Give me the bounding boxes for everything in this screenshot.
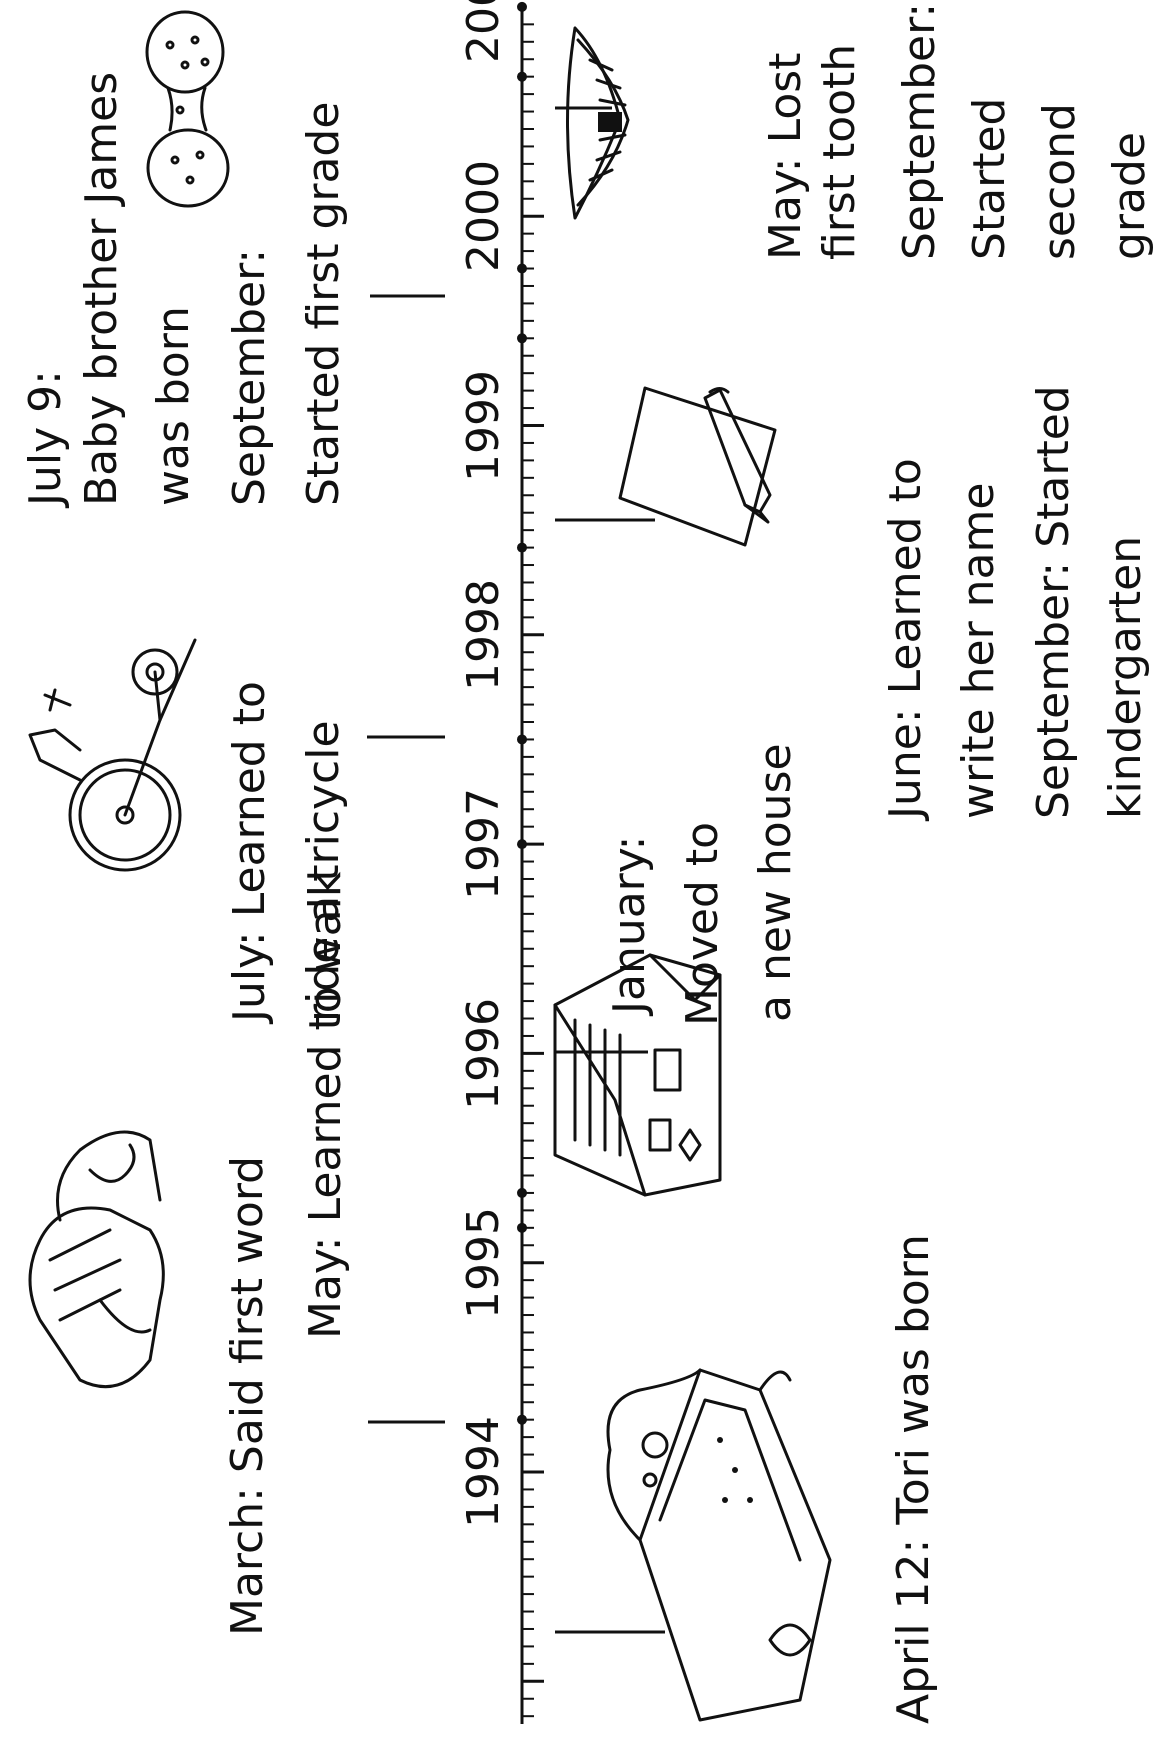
event-dot <box>517 734 527 745</box>
event-tooth-line-1: May: Lost <box>760 53 811 260</box>
year-label-1997: 1997 <box>458 788 509 900</box>
event-dot <box>517 1 527 12</box>
event-tricycle-line-1: July: Learned to <box>224 681 275 1025</box>
event-dot <box>517 839 527 850</box>
event-write-line-4: kindergarten <box>1100 536 1151 819</box>
event-tooth-line-4: Started <box>964 98 1015 261</box>
event-brother-line-3: was born <box>148 306 199 506</box>
event-house-line-3: a new house <box>750 743 801 1022</box>
event-tooth-line-3: September: <box>894 3 945 260</box>
event-dot <box>517 1187 527 1198</box>
house-icon <box>553 953 722 1197</box>
year-label-1994: 1994 <box>458 1416 509 1528</box>
event-dot <box>517 542 527 553</box>
event-tricycle-line-2: ride a tricycle <box>298 720 349 1022</box>
event-brother-line-5: Started first grade <box>298 102 349 506</box>
event-walk-line-1: March: Said first word <box>222 1156 273 1636</box>
event-dot <box>517 263 527 274</box>
event-connectors <box>367 106 665 1634</box>
event-dot <box>517 71 527 82</box>
paper-pencil-icon <box>618 386 777 547</box>
year-label-1995: 1995 <box>458 1207 509 1319</box>
year-label-2000: 2000 <box>458 160 509 272</box>
event-brother-line-1: July 9: <box>20 370 71 509</box>
year-label-1998: 1998 <box>458 579 509 691</box>
timeline-axis <box>517 1 544 1724</box>
event-brother-line-4: September: <box>224 249 275 506</box>
event-tooth-line-5: second <box>1034 103 1085 260</box>
rattle-icon <box>145 10 230 208</box>
event-tooth-line-6: grade <box>1104 132 1155 260</box>
event-house-line-1: January: <box>604 836 655 1017</box>
event-walk-line-2: May: Learned to walk <box>300 871 351 1339</box>
baby-shoes-icon <box>28 1130 165 1389</box>
year-labels: 1994 1995 1996 1997 1998 1999 2000 2001 <box>458 0 509 1528</box>
event-born-line-1: April 12: Tori was born <box>888 1234 939 1724</box>
event-dot <box>517 1414 527 1425</box>
event-write-line-2: write her name <box>953 483 1004 819</box>
event-write-line-3: September: Started <box>1028 385 1079 819</box>
event-dot <box>517 1222 527 1233</box>
event-write-line-1: June: Learned to <box>880 458 931 822</box>
year-label-1999: 1999 <box>458 370 509 482</box>
event-brother-line-2: Baby brother James <box>76 72 127 506</box>
year-label-1996: 1996 <box>458 998 509 1110</box>
event-labels: April 12: Tori was born March: Said firs… <box>20 3 1155 1724</box>
mouth-tooth-icon <box>566 26 630 220</box>
cradle-icon <box>606 1368 832 1722</box>
event-dot <box>517 333 527 344</box>
event-tooth-line-2: first tooth <box>814 44 865 260</box>
year-label-2001: 2001 <box>458 0 509 63</box>
tricycle-icon <box>28 638 197 872</box>
